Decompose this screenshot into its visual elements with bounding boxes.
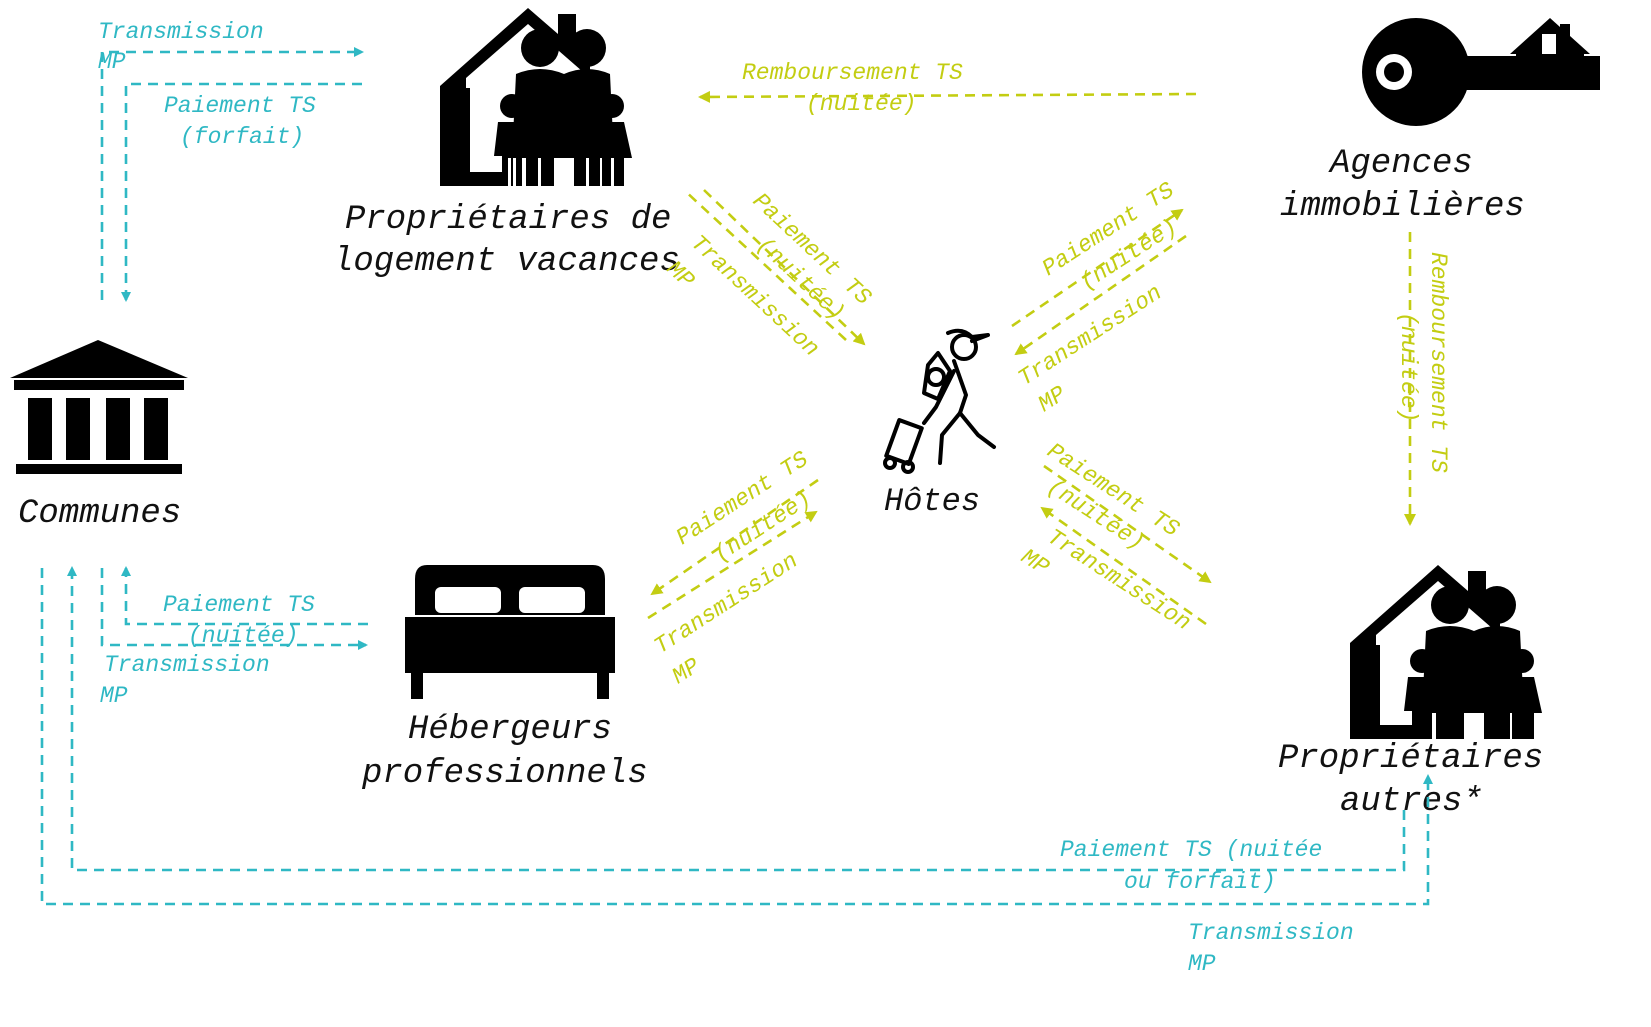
edge-label-remboursement-right: Remboursement TS <box>1425 252 1451 473</box>
professional-hosts-label-line2: professionnels <box>361 755 648 793</box>
family-house-icon <box>1350 565 1542 739</box>
edge-label-transmission-mp-ur-2: MP <box>1034 381 1071 418</box>
owners-other-label-line1: Propriétaires <box>1278 740 1543 778</box>
edge-label-transmission-mp-top-2: MP <box>98 49 126 75</box>
family-house-icon <box>440 8 632 186</box>
edge-label-remboursement-top: Remboursement TS <box>742 60 963 86</box>
owners-other-label-line2: autres* <box>1340 783 1483 821</box>
edge-label-paiement-nuitee-bl: Paiement TS <box>163 592 315 618</box>
edge-label-transmission-mp-top: Transmission <box>98 19 264 45</box>
edge-label-transmission-mp-ll-2: MP <box>668 653 705 690</box>
flow-communes-to-owners-vacation <box>100 47 364 300</box>
edge-label-transmission-mp-ur: Transmission <box>1014 280 1167 392</box>
flow-hosts-to-owners-vacation <box>683 189 847 341</box>
edge-label-transmission-mp-bl-2: MP <box>100 683 128 709</box>
flow-owners-vacation-to-communes <box>121 82 362 302</box>
edge-label-paiement-nuitee-bl-2: (nuitée) <box>188 623 298 649</box>
flow-owners-vacation-to-hosts <box>703 189 866 346</box>
town-hall-icon <box>10 340 188 474</box>
edge-label-remboursement-top-2: (nuitée) <box>806 91 916 117</box>
owners-vacation-label-line2: logement vacances <box>333 243 680 281</box>
bed-icon <box>405 565 615 699</box>
agencies-label-line1: Agences <box>1328 145 1473 183</box>
edge-label-paiement-nuitee-forfait: Paiement TS (nuitée <box>1060 837 1322 863</box>
agencies-label-line2: immobilières <box>1280 188 1525 226</box>
edge-label-remboursement-right-2: (nuitée) <box>1395 312 1421 422</box>
communes-label: Communes <box>18 495 181 533</box>
edge-label-paiement-forfait: Paiement TS <box>164 93 316 119</box>
edge-label-transmission-mp-br: Transmission <box>1188 920 1354 946</box>
professional-hosts-label-line1: Hébergeurs <box>408 711 612 749</box>
flow-agencies-to-hosts <box>1014 234 1187 356</box>
flow-agencies-to-owners-vacation <box>698 90 1197 103</box>
flow-hosts-to-agencies <box>1011 208 1184 328</box>
edge-label-paiement-nuitee-forfait-2: ou forfait) <box>1124 869 1276 895</box>
traveler-icon <box>883 328 996 474</box>
flow-communes-to-professional-hosts <box>100 568 368 650</box>
edge-label-transmission-mp-br-2: MP <box>1188 951 1216 977</box>
owners-vacation-label-line1: Propriétaires de <box>345 201 671 239</box>
edge-label-transmission-mp-bl: Transmission <box>104 652 270 678</box>
house-key-icon <box>1362 18 1600 126</box>
edge-label-paiement-forfait-2: (forfait) <box>180 124 304 150</box>
flow-professional-hosts-to-communes <box>121 566 368 626</box>
hosts-label: Hôtes <box>884 483 980 520</box>
flow-communes-to-owners-other <box>40 568 1433 906</box>
